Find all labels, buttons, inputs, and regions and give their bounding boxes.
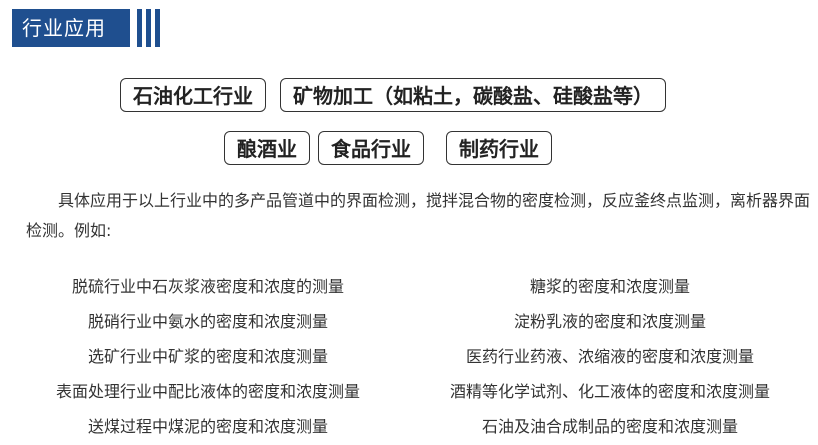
application-item: 脱硫行业中石灰浆液密度和浓度的测量 — [71, 277, 344, 296]
industry-tag-food: 食品行业 — [318, 131, 424, 165]
bar-3 — [155, 9, 160, 47]
description-paragraph: 具体应用于以上行业中的多产品管道中的界面检测，搅拌混合物的密度检测，反应釜终点监… — [26, 191, 811, 240]
industry-tag-pharma: 制药行业 — [446, 131, 552, 165]
industry-tags-row-2: 酿酒业 食品行业 制药行业 — [224, 131, 552, 165]
application-item: 选矿行业中矿浆的密度和浓度测量 — [87, 347, 328, 366]
industry-tag-petrochemical: 石油化工行业 — [120, 78, 266, 112]
bar-1 — [137, 9, 142, 47]
industry-tags-row-1: 石油化工行业 矿物加工（如粘土，碳酸盐、硅酸盐等） — [120, 78, 666, 112]
industry-tag-mineral-processing: 矿物加工（如粘土，碳酸盐、硅酸盐等） — [280, 78, 666, 112]
application-item: 表面处理行业中配比液体的密度和浓度测量 — [55, 382, 360, 401]
section-title: 行业应用 — [12, 9, 130, 47]
application-item: 医药行业药液、浓缩液的密度和浓度测量 — [465, 347, 754, 366]
application-item: 石油及油合成制品的密度和浓度测量 — [481, 417, 738, 436]
section-header: 行业应用 — [12, 9, 160, 47]
industry-tag-brewing: 酿酒业 — [224, 131, 310, 165]
application-item: 脱硝行业中氨水的密度和浓度测量 — [87, 312, 328, 331]
application-item: 糖浆的密度和浓度测量 — [529, 277, 690, 296]
decorative-bars — [133, 9, 160, 47]
application-item: 送煤过程中煤泥的密度和浓度测量 — [87, 417, 328, 436]
application-item: 淀粉乳液的密度和浓度测量 — [513, 312, 706, 331]
application-item: 酒精等化学试剂、化工液体的密度和浓度测量 — [449, 382, 770, 401]
bar-2 — [146, 9, 151, 47]
